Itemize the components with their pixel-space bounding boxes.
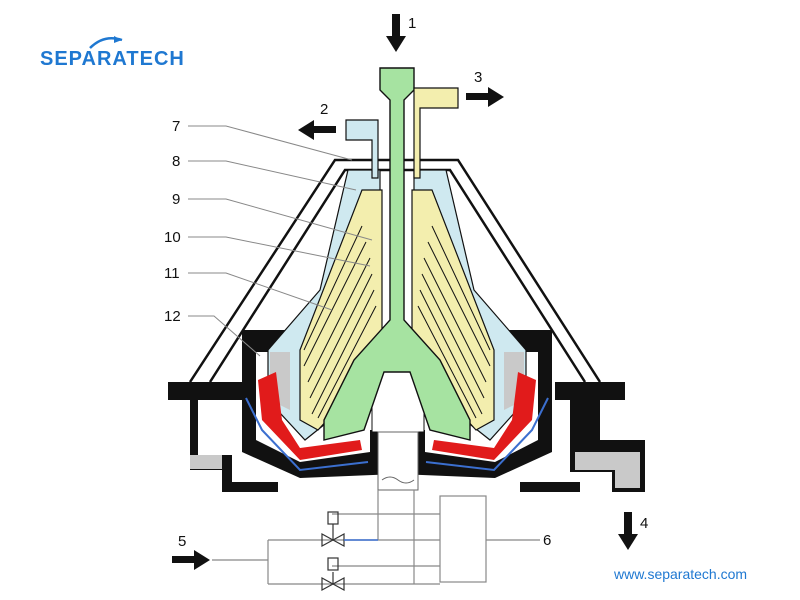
callout-10: 10 xyxy=(164,229,181,246)
control-piping xyxy=(212,490,540,585)
callout-2: 2 xyxy=(320,101,328,118)
operating-water-lines xyxy=(245,397,549,472)
arrow-2-heavy-outlet xyxy=(298,120,336,140)
logo-swoosh-icon xyxy=(89,36,123,49)
callout-7: 7 xyxy=(172,118,180,135)
callout-4: 4 xyxy=(640,515,648,532)
outlet-pipe-3 xyxy=(413,87,459,179)
callout-3: 3 xyxy=(474,69,482,86)
arrow-4-solids-outlet xyxy=(618,512,638,550)
arrow-1-feed-inlet xyxy=(386,14,406,52)
feed-channel xyxy=(323,67,471,441)
spindle-shaft xyxy=(377,431,419,491)
arrow-5-operating-water xyxy=(172,550,210,570)
left-base-frame xyxy=(168,382,278,492)
separatech-logo: SEPARATECH xyxy=(40,48,185,70)
valve-upper xyxy=(321,511,345,548)
website-url: www.separatech.com xyxy=(614,566,748,582)
outlet-pipe-2 xyxy=(345,119,379,179)
seal-ring xyxy=(258,372,536,460)
right-base-frame xyxy=(520,382,645,492)
callout-leaders xyxy=(188,125,540,541)
arrow-3-light-outlet xyxy=(466,87,504,107)
callout-9: 9 xyxy=(172,191,180,208)
disc-hatching xyxy=(303,225,491,419)
callout-11: 11 xyxy=(164,265,180,282)
callout-1: 1 xyxy=(408,15,416,32)
callout-6: 6 xyxy=(543,532,551,549)
callout-5: 5 xyxy=(178,533,186,550)
callout-8: 8 xyxy=(172,153,180,170)
valve-lower xyxy=(321,557,345,592)
callout-12: 12 xyxy=(164,308,181,325)
